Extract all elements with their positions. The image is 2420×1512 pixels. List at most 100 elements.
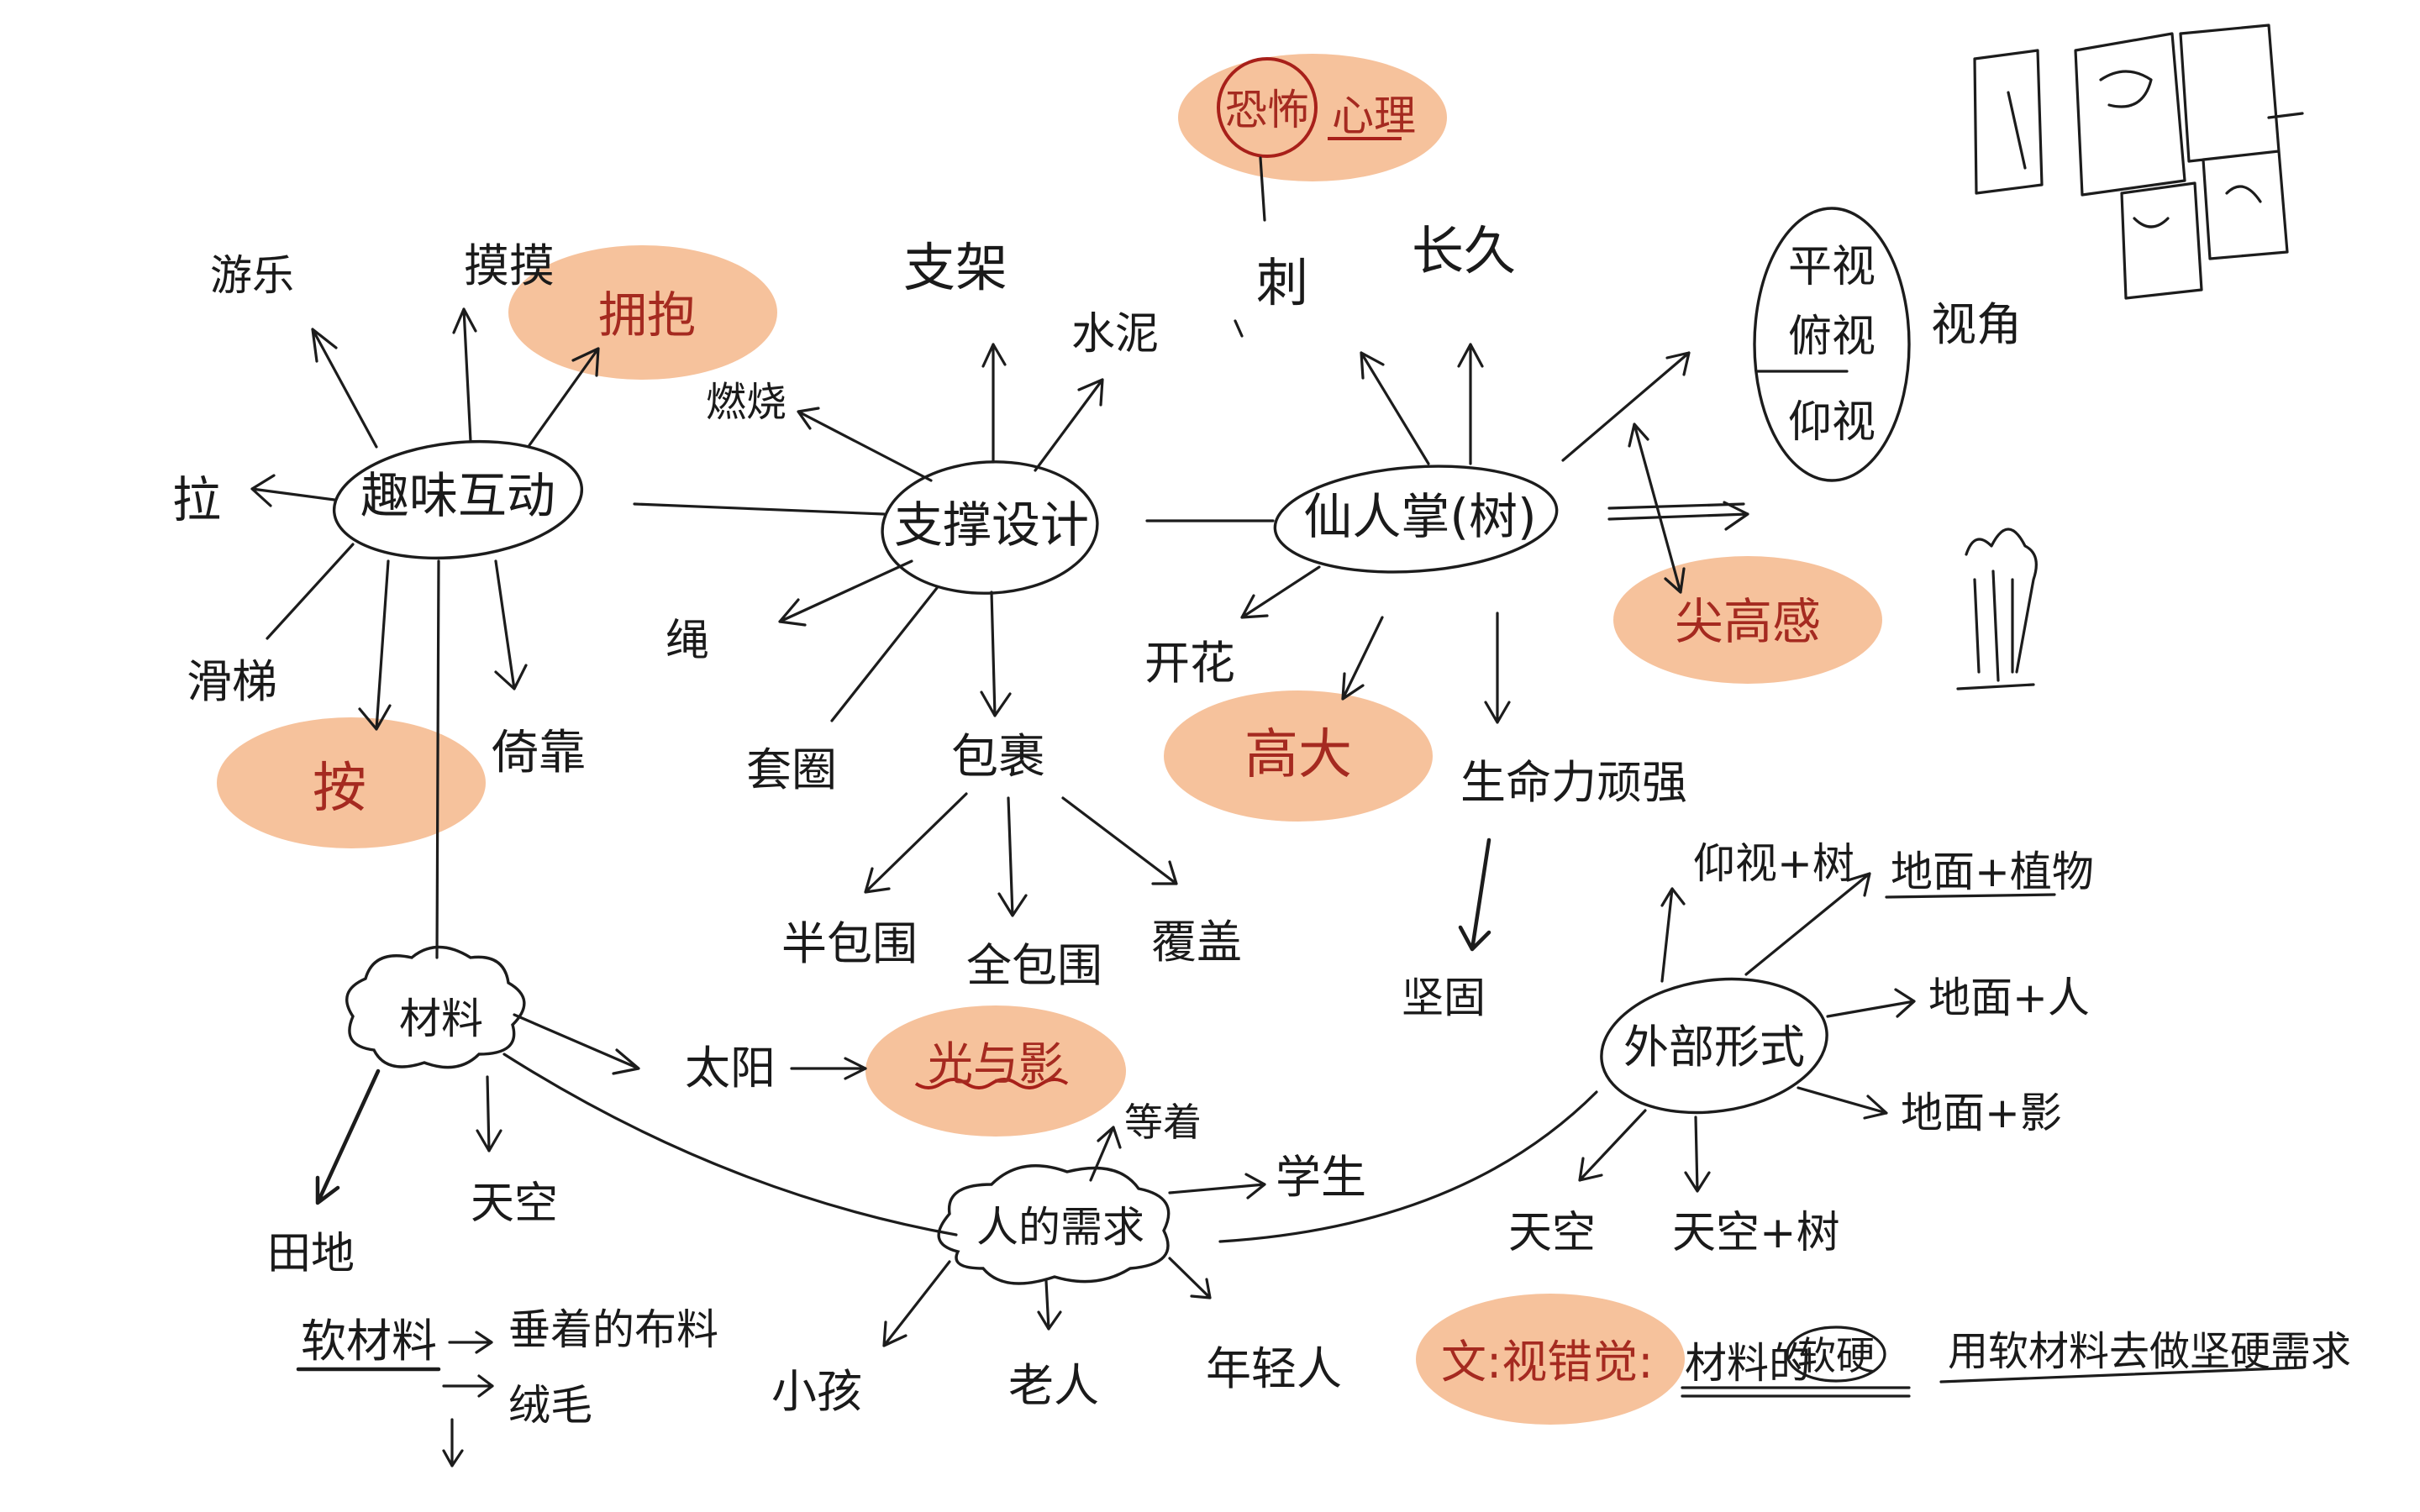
label-ring: 套圈 xyxy=(746,743,837,796)
edge-soft-down xyxy=(442,1418,464,1467)
underline-bottom-note xyxy=(1939,1366,2304,1383)
label-light-shadow: 光与影 xyxy=(928,1037,1064,1090)
cloud-n5 xyxy=(937,1164,1171,1285)
label-wrap: 包裹 xyxy=(951,730,1045,785)
node-texts: 趣味互动 支撑设计 仙人掌(树) 材料 人的需求 外部形式 xyxy=(360,467,1805,1252)
circle-fear xyxy=(1217,57,1318,158)
edge-n4-field xyxy=(315,1068,381,1205)
label-ground-shadow: 地面+影 xyxy=(1901,1089,2062,1137)
label-sky: 天空 xyxy=(471,1179,558,1229)
label-cover: 覆盖 xyxy=(1151,916,1242,969)
label-material: 材料的 xyxy=(1685,1339,1811,1388)
label-fuel: 燃烧 xyxy=(706,379,786,426)
edge-view-perception xyxy=(1628,423,1686,594)
label-look-up: 仰视 xyxy=(1788,397,1876,448)
edge-n1-stroke xyxy=(452,307,477,443)
corner-sketches xyxy=(1956,24,2304,690)
label-fear-a: 恐怖 xyxy=(1225,86,1309,134)
sketch-cactus xyxy=(1956,528,2038,690)
edge-n5-student xyxy=(1168,1173,1266,1200)
edge-breath-solid xyxy=(1458,837,1491,952)
edge-n3-thorn xyxy=(1234,319,1244,338)
highlight-light-shadow xyxy=(865,1005,1126,1137)
node-n5-text: 人的需求 xyxy=(976,1203,1144,1252)
leaf-labels: 游乐 摸摸 拥抱 拉 滑梯 按 倚靠 燃烧 支架 水泥 绳 套圈 包裹 半包围 … xyxy=(172,86,2351,1430)
edge-n6-sky xyxy=(1578,1109,1647,1182)
label-sun: 太阳 xyxy=(685,1042,776,1095)
label-soft-hard: 软硬 xyxy=(1797,1333,1875,1378)
edge-n2-fuel xyxy=(797,407,933,482)
edge-n3-double xyxy=(1607,501,1749,531)
edge-n5-child xyxy=(882,1260,951,1347)
edge-n5-wait xyxy=(1089,1126,1122,1182)
underline-ground-plant xyxy=(1885,893,2056,899)
oval-n3 xyxy=(1273,465,1559,574)
node-n6-text: 外部形式 xyxy=(1623,1021,1805,1074)
label-hanging: 垂着的布料 xyxy=(508,1305,718,1354)
edge-n6-plant xyxy=(1744,872,1871,976)
edge-n6-skytree xyxy=(1684,1116,1711,1193)
label-velvet: 绒毛 xyxy=(508,1381,592,1430)
label-visual-note: 文:视错觉: xyxy=(1441,1336,1653,1389)
underline-light-shadow xyxy=(914,1078,1069,1089)
oval-n2 xyxy=(881,460,1099,595)
edge-n3-b xyxy=(1457,343,1484,465)
edge-soft-velvet xyxy=(442,1374,494,1398)
oval-soft-hard xyxy=(1786,1326,1886,1383)
label-half-wrap: 半包围 xyxy=(781,917,918,970)
edge-wrap-half xyxy=(864,792,968,894)
highlight-hug xyxy=(508,245,777,380)
highlight-visual-note xyxy=(1416,1294,1685,1425)
edge-n3-breath xyxy=(1484,612,1511,724)
edge-n2-frame xyxy=(981,343,1007,464)
label-solid: 坚固 xyxy=(1402,974,1486,1022)
oval-n1 xyxy=(332,439,584,560)
edge-n1-n4 xyxy=(435,559,440,959)
label-thorn: 刺 xyxy=(1256,252,1308,313)
edge-n1-slide xyxy=(266,543,355,640)
edge-n3-flower xyxy=(1240,565,1321,619)
label-sky-a: 天空 xyxy=(1508,1208,1596,1258)
label-stroke: 摸摸 xyxy=(464,239,555,292)
node-n2-text: 支撑设计 xyxy=(894,496,1089,554)
highlight-tall xyxy=(1164,690,1433,822)
edge-n6-tree xyxy=(1660,887,1686,983)
edge-n1-pull xyxy=(250,474,336,507)
edge-n2-cement xyxy=(1034,378,1104,472)
label-ground-plant: 地面+植物 xyxy=(1891,848,2094,896)
label-ground-tree: 仰视+树 xyxy=(1693,839,1854,888)
edge-wrap-full xyxy=(997,796,1028,917)
label-tall: 高大 xyxy=(1244,724,1352,786)
edge-n1-hug xyxy=(528,347,600,447)
connectors xyxy=(250,137,2304,1467)
edge-soft-hanging xyxy=(448,1331,493,1354)
edge-fear-stem xyxy=(1259,156,1266,222)
label-long: 长久 xyxy=(1412,220,1516,281)
node-n4-text: 材料 xyxy=(399,995,483,1043)
edge-n2-wrap xyxy=(980,591,1012,717)
cloud-n4 xyxy=(345,945,526,1069)
label-ground-person: 地面+人 xyxy=(1928,974,2090,1022)
node-n3-text: 仙人掌(树) xyxy=(1303,488,1536,545)
edge-n4-n5 xyxy=(502,1053,958,1236)
label-cement: 水泥 xyxy=(1071,309,1159,360)
label-elder: 老人 xyxy=(1008,1359,1099,1412)
label-fear-b: 心理 xyxy=(1332,92,1416,140)
node-n1-text: 趣味互动 xyxy=(360,467,555,524)
sketch-panels xyxy=(1973,24,2304,300)
label-bottom-note: 用软材料去做坚硬需求 xyxy=(1948,1328,2351,1375)
edge-n5-young xyxy=(1168,1257,1212,1299)
label-view: 视角 xyxy=(1931,298,2022,351)
label-slide: 滑梯 xyxy=(187,655,277,708)
label-look-down: 俯视 xyxy=(1788,312,1876,362)
underline-material xyxy=(1681,1386,1911,1398)
edge-wrap-cover xyxy=(1061,796,1178,885)
label-young: 年轻人 xyxy=(1206,1342,1342,1395)
edge-n1-playful xyxy=(311,328,378,449)
edge-n1-n2 xyxy=(633,502,886,516)
label-press: 按 xyxy=(313,758,366,820)
edge-n2-ring xyxy=(830,586,939,722)
edge-n2-rope xyxy=(778,559,913,627)
